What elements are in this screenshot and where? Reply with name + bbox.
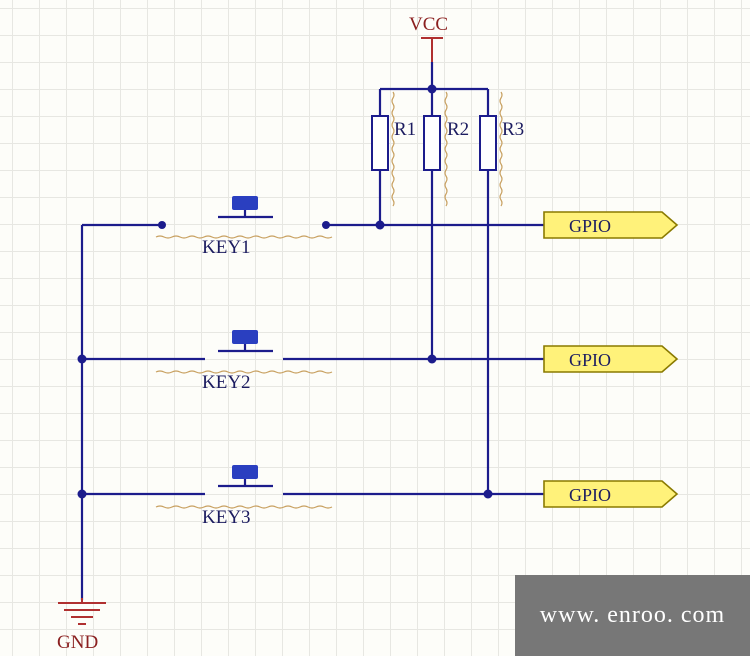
junction-dot [483,489,493,499]
ground-symbol: GND [57,598,106,653]
key3-label: KEY3 [202,507,251,528]
gpio-port-1-label: GPIO [569,216,611,236]
pushbutton-key1 [232,196,258,210]
gpio-port-1: GPIO [543,211,679,239]
row-key3: KEY3 [77,465,544,528]
row-key1: KEY1 [82,196,544,258]
watermark-text: www. enroo. com [539,602,726,628]
key2-label: KEY2 [202,372,251,393]
pushbutton-key3 [232,465,258,479]
key1-label: KEY1 [202,237,251,258]
vcc-label: VCC [409,14,448,35]
resistor-bus [378,62,490,116]
junction-dot [375,220,385,230]
resistor-r2: R2 [423,91,469,207]
pushbutton-key2 [232,330,258,344]
gpio-port-3-label: GPIO [569,485,611,505]
gnd-label: GND [57,632,98,653]
r2-label: R2 [447,119,469,140]
junction-dot [427,354,437,364]
junction-dot [427,84,437,94]
gpio-port-3: GPIO [543,480,679,508]
junction-dot [77,489,87,499]
row-key2: KEY2 [77,330,544,393]
resistor-r1: R1 [371,91,416,207]
r3-label: R3 [502,119,524,140]
r1-label: R1 [394,119,416,140]
junction-dot [77,354,87,364]
vcc-symbol: VCC [409,14,448,62]
resistor-r3: R3 [479,91,524,207]
gpio-port-2: GPIO [543,345,679,373]
gpio-port-2-label: GPIO [569,350,611,370]
watermark-banner: www. enroo. com [515,575,750,656]
